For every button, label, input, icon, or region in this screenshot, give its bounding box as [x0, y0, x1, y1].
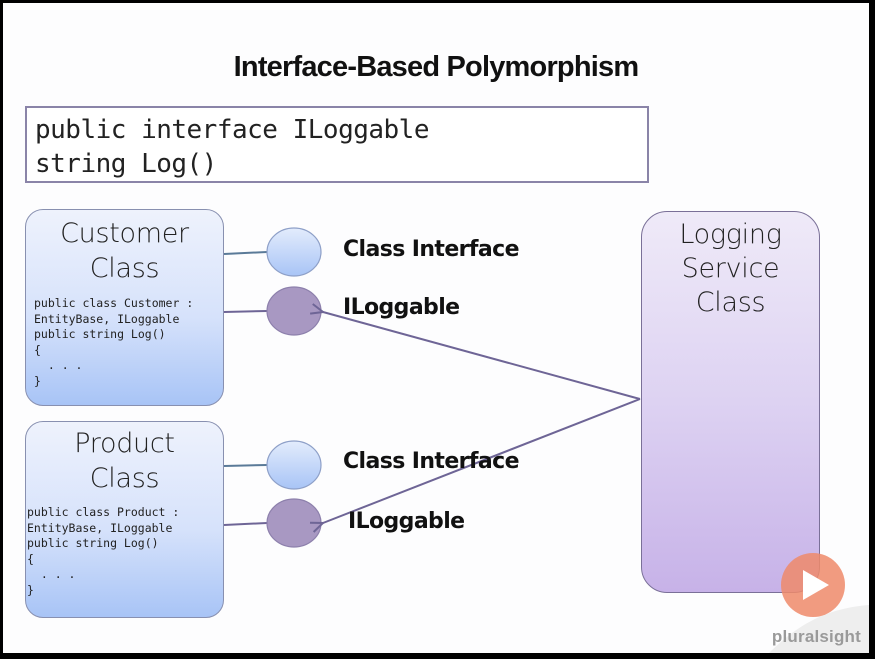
product-class-interface-label: Class Interface [343, 449, 520, 474]
slide-title: Interface-Based Polymorphism [233, 51, 639, 83]
product-class-interface-lollipop[interactable] [266, 440, 322, 490]
customer-class-box[interactable]: Customer Class public class Customer : E… [25, 209, 224, 406]
logging-service-title-line: Logging [679, 219, 782, 250]
slide: Interface-Based Polymorphism public inte… [3, 3, 869, 653]
play-icon [803, 570, 829, 600]
customer-iloggable-label: ILoggable [343, 295, 460, 320]
customer-class-title-line: Class [89, 253, 160, 284]
logging-service-title-line: Class [695, 287, 766, 318]
customer-class-interface-connector [223, 251, 268, 255]
product-iloggable-connector [223, 522, 268, 526]
customer-class-title-line: Customer [60, 218, 189, 249]
interface-code-line: string Log() [35, 149, 217, 179]
logging-service-title-line: Service [681, 253, 780, 284]
product-class-title: Product Class [26, 426, 223, 496]
product-class-title-line: Product [74, 428, 175, 459]
customer-class-interface-lollipop[interactable] [266, 227, 322, 277]
product-class-code: public class Product : EntityBase, ILogg… [27, 505, 180, 597]
product-iloggable-label: ILoggable [348, 509, 465, 534]
product-class-box[interactable]: Product Class public class Product : Ent… [25, 421, 224, 618]
logging-to-product-iloggable-arrow [323, 398, 641, 523]
product-class-interface-connector [223, 464, 268, 467]
logging-service-title: Logging Service Class [642, 218, 819, 320]
logging-to-customer-iloggable-arrow [323, 312, 641, 400]
pluralsight-logo [769, 553, 869, 653]
customer-class-title: Customer Class [26, 216, 223, 286]
interface-code-line: public interface ILoggable [35, 115, 430, 145]
customer-iloggable-lollipop[interactable] [266, 286, 322, 336]
customer-iloggable-connector [223, 310, 268, 313]
customer-class-interface-label: Class Interface [343, 237, 520, 262]
product-iloggable-lollipop[interactable] [266, 498, 322, 548]
customer-class-code: public class Customer : EntityBase, ILog… [34, 296, 194, 388]
logging-service-class-box[interactable]: Logging Service Class [641, 211, 820, 593]
pluralsight-logo-text: pluralsight [771, 627, 861, 646]
interface-code-box: public interface ILoggable string Log() [25, 106, 649, 183]
connectors [223, 227, 641, 548]
product-class-title-line: Class [89, 463, 160, 494]
